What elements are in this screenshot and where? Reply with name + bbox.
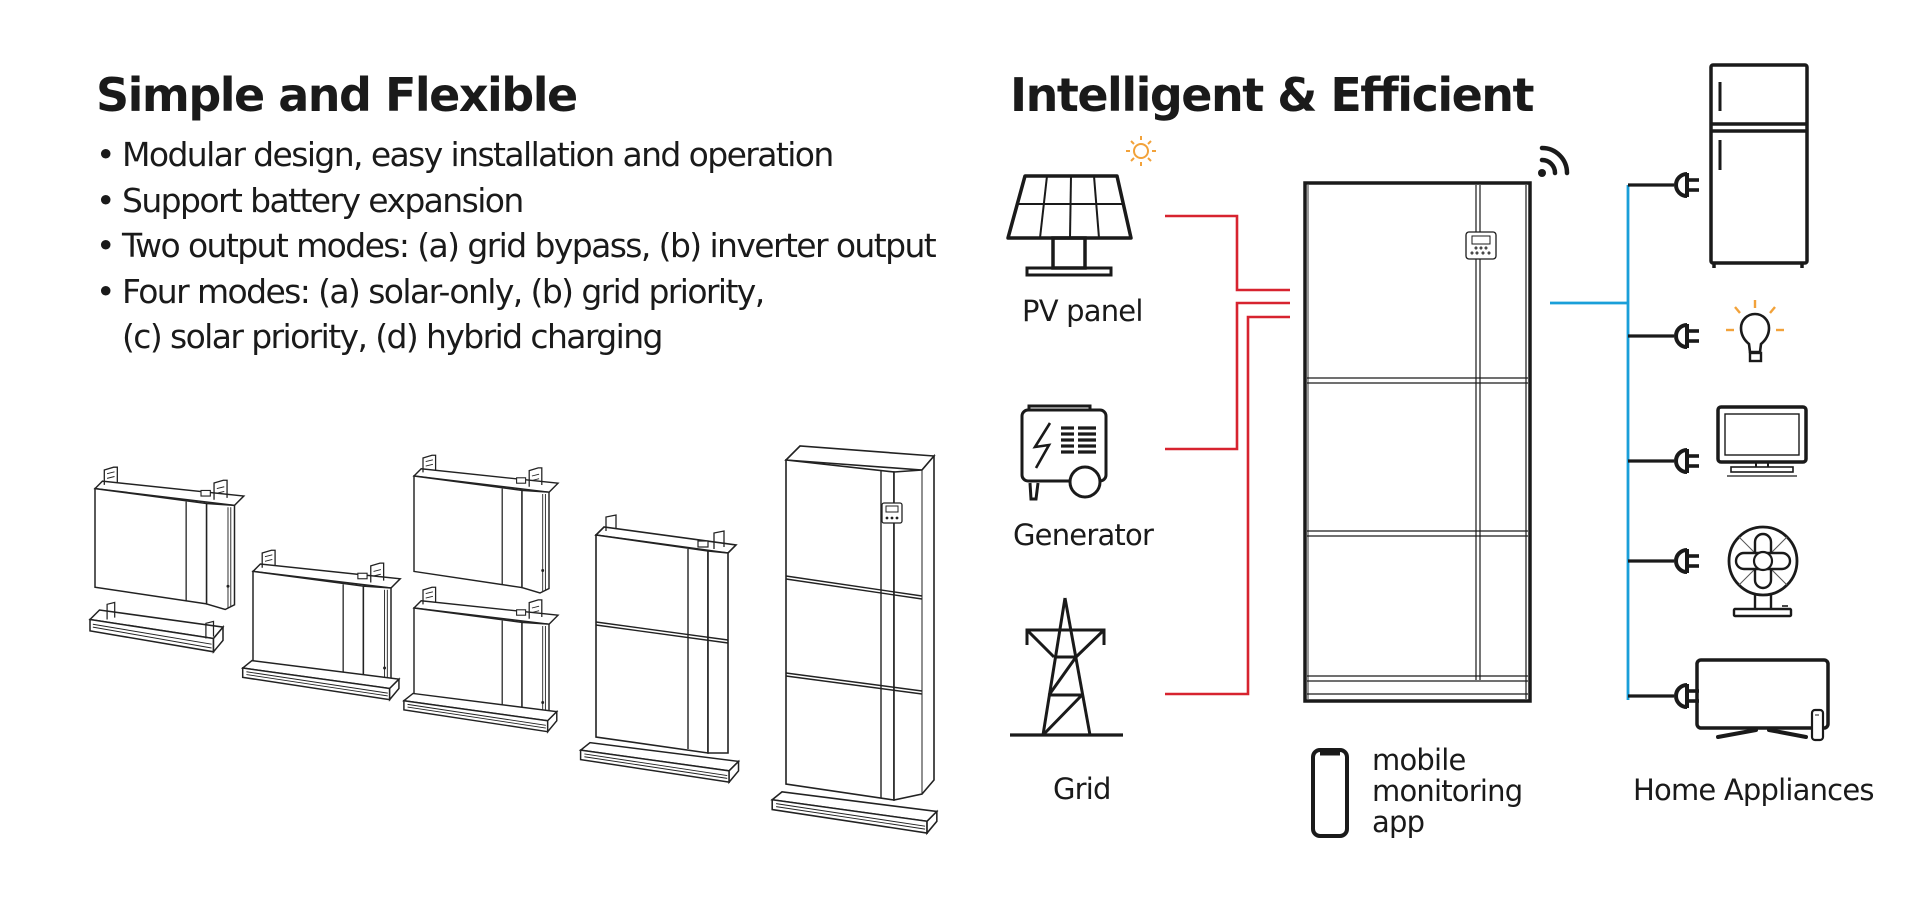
plug-icon xyxy=(1626,322,1701,350)
refrigerator-icon xyxy=(1709,63,1809,268)
feature-item: Modular design, easy installation and op… xyxy=(96,132,935,178)
plug-icon xyxy=(1626,171,1701,199)
input-power-lines xyxy=(1165,214,1290,696)
wifi-signal-icon xyxy=(1538,145,1570,177)
source-label-generator: Generator xyxy=(1013,518,1154,552)
energy-storage-cabinet-icon xyxy=(1303,181,1532,703)
mobile-app-label-line: mobile xyxy=(1372,743,1466,777)
grid-input-line xyxy=(1165,315,1290,696)
generator-input-line xyxy=(1165,301,1290,451)
right-section-title: Intelligent & Efficient xyxy=(1010,68,1535,122)
smartphone-icon xyxy=(1311,748,1349,838)
feature-item: Four modes: (a) solar-only, (b) grid pri… xyxy=(96,269,935,360)
solar-panel-icon xyxy=(1006,174,1133,277)
light-bulb-icon xyxy=(1726,300,1784,363)
mobile-app-label-line: monitoring xyxy=(1372,774,1523,808)
feature-item: Two output modes: (a) grid bypass, (b) i… xyxy=(96,223,937,269)
sun-icon xyxy=(1126,136,1156,166)
feature-text-continuation: (c) solar priority, (d) hybrid charging xyxy=(122,317,663,356)
feature-text: Four modes: (a) solar-only, (b) grid pri… xyxy=(122,271,765,311)
generator-icon xyxy=(1020,404,1108,501)
feature-list: Modular design, easy installation and op… xyxy=(96,132,937,360)
mobile-app-label-line: app xyxy=(1372,805,1425,839)
feature-text: Two output modes: (a) grid bypass, (b) i… xyxy=(122,226,937,265)
plug-icon xyxy=(1626,682,1701,710)
tv-icon xyxy=(1695,658,1830,742)
feature-item: Support battery expansion xyxy=(96,178,935,224)
monitor-icon xyxy=(1716,405,1808,477)
plug-icon xyxy=(1626,547,1701,575)
battery-base xyxy=(89,601,224,653)
output-power-bus xyxy=(1550,185,1630,700)
transmission-tower-icon xyxy=(1010,597,1123,737)
pv-input-line xyxy=(1165,214,1290,292)
left-section-title: Simple and Flexible xyxy=(96,68,578,122)
source-label-pv-panel: PV panel xyxy=(1022,294,1143,328)
source-label-grid: Grid xyxy=(1053,772,1111,806)
feature-text: Modular design, easy installation and op… xyxy=(122,135,834,174)
plug-icon xyxy=(1626,447,1701,475)
battery-stack xyxy=(579,514,740,783)
remote-control-icon xyxy=(1810,708,1825,742)
fan-icon xyxy=(1727,525,1799,618)
feature-text: Support battery expansion xyxy=(122,180,524,220)
home-appliances-label: Home Appliances xyxy=(1633,773,1874,807)
battery-inverter-stack xyxy=(771,445,938,834)
mobile-app-label: mobile monitoring app xyxy=(1372,743,1523,839)
